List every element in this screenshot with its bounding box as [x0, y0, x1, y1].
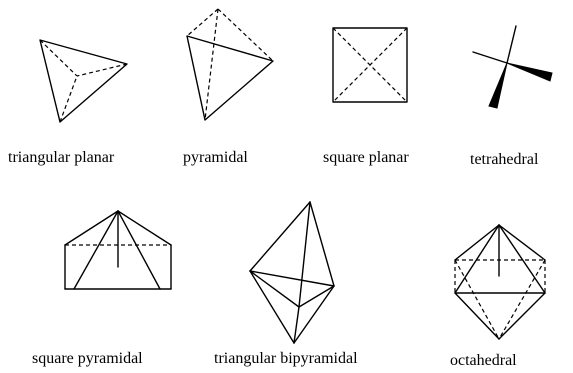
- label-tetrahedral: tetrahedral: [470, 151, 539, 168]
- triangular-bipyramidal-shape: [249, 201, 335, 344]
- square-pyramidal-shape: [64, 210, 172, 290]
- label-square-pyramidal: square pyramidal: [32, 350, 143, 367]
- label-pyramidal: pyramidal: [183, 149, 248, 166]
- label-triangular-planar: triangular planar: [8, 149, 115, 166]
- label-square-planar: square planar: [323, 149, 409, 166]
- triangular-planar-shape: [39, 39, 128, 123]
- square-planar-shape: [332, 27, 408, 103]
- octahedral-shape: [454, 224, 546, 340]
- label-triangular-bipyramidal: triangular bipyramidal: [214, 350, 358, 367]
- pyramidal-shape: [186, 8, 274, 121]
- label-octahedral: octahedral: [450, 352, 517, 369]
- tetrahedral-shape: [472, 25, 553, 109]
